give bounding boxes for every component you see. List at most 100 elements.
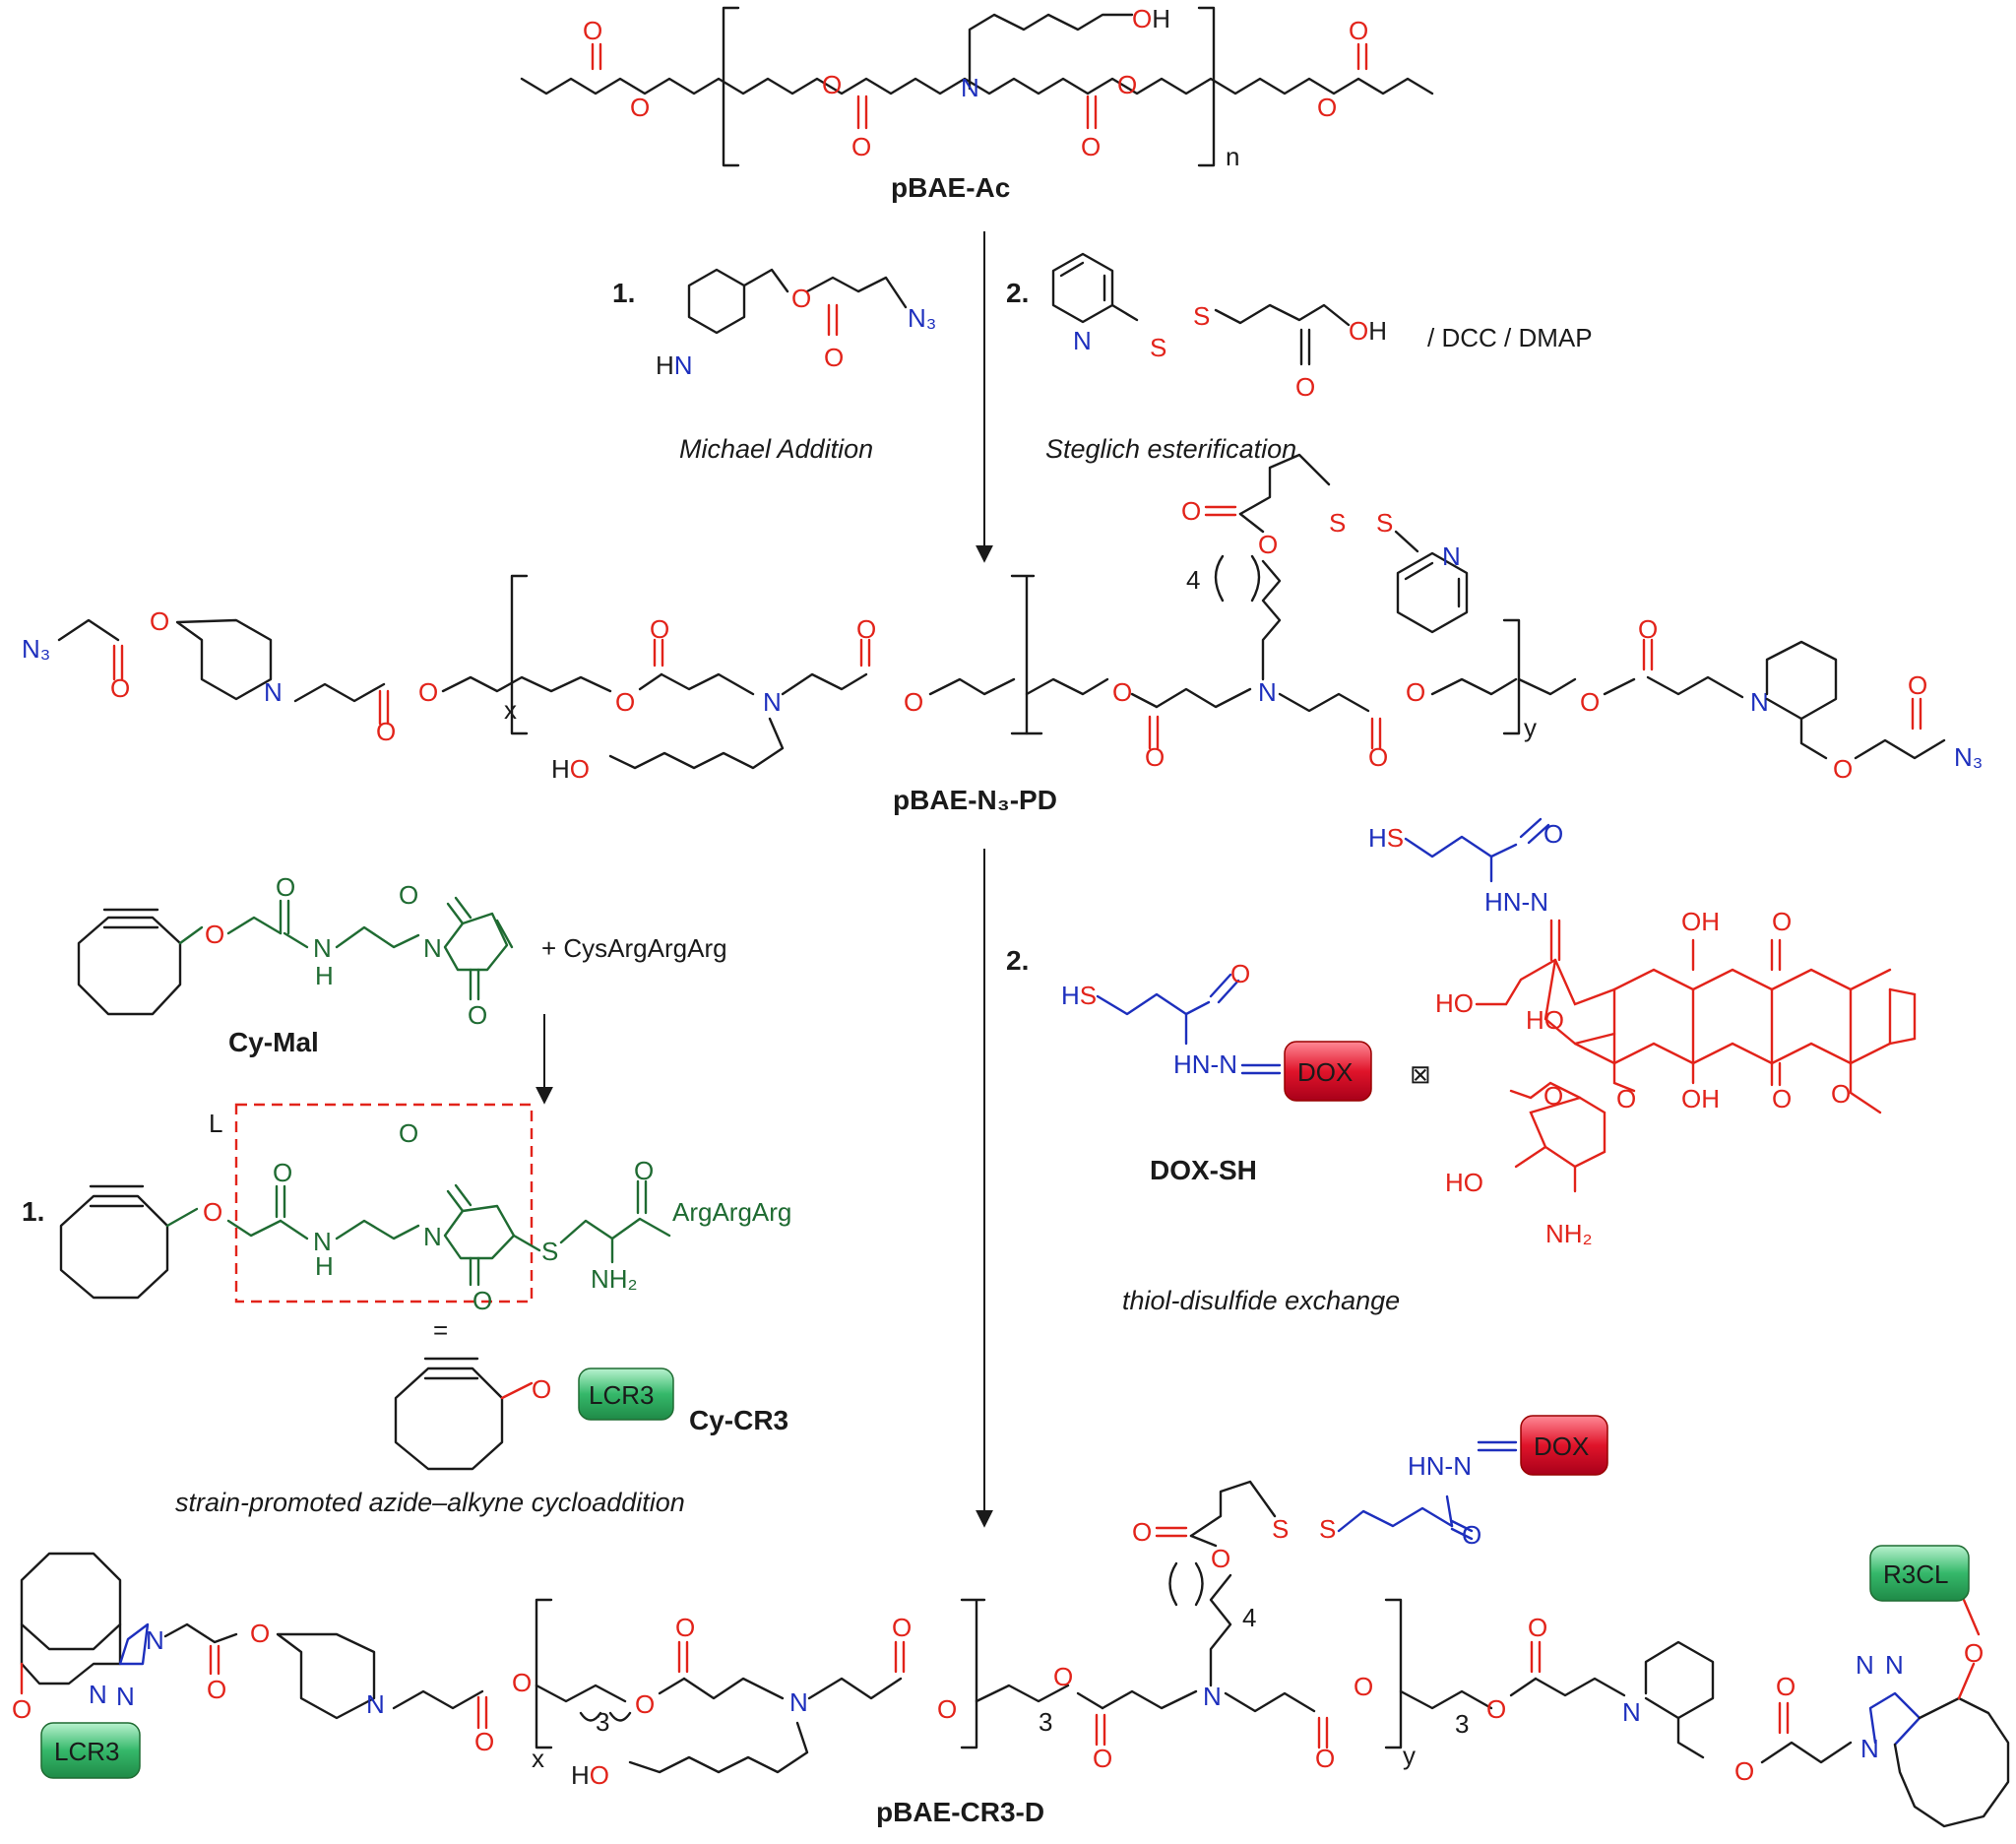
- pd-ester-o-7: O: [1580, 687, 1600, 717]
- pd-ester-o-right: O: [1833, 754, 1853, 784]
- pd-azide-left: N₃: [22, 634, 50, 664]
- cr3d-ester-o-left: O: [250, 1619, 270, 1648]
- pbae-ac-carbonyl-o3: O: [1081, 132, 1101, 161]
- reagent1-ester-o: O: [791, 284, 811, 313]
- cy-cr3-structure: = O LCR3 Cy-CR3 strain-promoted azide–al…: [175, 1315, 788, 1517]
- pd-carbonyl-o-left: O: [110, 673, 130, 703]
- dox-methoxy-o: O: [1831, 1079, 1851, 1109]
- pd-carbonyl-o-side: O: [1181, 496, 1201, 526]
- cr3d-s-1: S: [1272, 1514, 1289, 1544]
- cr3d-r3cl-label-right: R3CL: [1883, 1559, 1948, 1589]
- pd-y-subscript: y: [1524, 713, 1537, 742]
- pd-carbonyl-o-right: O: [1908, 670, 1927, 700]
- dox-sh-label: DOX-SH: [1150, 1155, 1257, 1185]
- reagent2-s1: S: [1150, 333, 1166, 362]
- cr3d-three-1: 3: [596, 1707, 609, 1737]
- cymal-maleimide-n: N: [423, 933, 442, 963]
- cr3d-hn-n: HN-N: [1408, 1451, 1472, 1481]
- dox-ho-2: HO: [1526, 1005, 1564, 1035]
- cymal-ether-o: O: [205, 920, 224, 949]
- cr3d-x-subscript: x: [532, 1744, 544, 1773]
- cy-mal-label: Cy-Mal: [228, 1027, 319, 1057]
- dox-carbonyl-o: O: [1544, 819, 1563, 849]
- reagent2-pyridine-n: N: [1073, 326, 1092, 355]
- right-triazole-n1: N: [1860, 1734, 1879, 1763]
- pd-ester-o-side: O: [1258, 530, 1278, 559]
- pd-carbonyl-o-7: O: [1638, 614, 1658, 644]
- pd-hydroxyl-1: HO: [551, 754, 590, 784]
- pd-ester-o-6: O: [1406, 677, 1425, 707]
- cymal-nh: N: [313, 933, 332, 963]
- cys-arg-peptide-reagent: + CysArgArgArg: [541, 933, 727, 963]
- cr3d-ester-o-5: O: [1053, 1662, 1073, 1691]
- cr3d-carbonyl-o-4: O: [892, 1613, 912, 1642]
- cy-cr3-label: Cy-CR3: [689, 1405, 788, 1435]
- dox-ho-1: HO: [1435, 988, 1474, 1018]
- pbae-ac-n-subscript: n: [1226, 142, 1239, 171]
- cr3d-amine-n-2: N: [1203, 1682, 1222, 1711]
- cr3d-carbonyl-o-3: O: [675, 1613, 695, 1642]
- cymal-carbonyl-o: O: [276, 872, 295, 902]
- cr3d-r3cl-box-right: [1869, 1545, 1970, 1602]
- dox-ho-3: HO: [1445, 1168, 1483, 1197]
- reagent2-acid-oh: OH: [1349, 316, 1387, 346]
- pd-pyridine-n: N: [1442, 541, 1461, 571]
- cr3d-lcr3-label-left: LCR3: [54, 1737, 119, 1766]
- pd-carbonyl-o-5: O: [1145, 742, 1165, 772]
- cy-lcr3-structure: 1. L O O N H N O O S O NH₂ ArgArgArg: [22, 1103, 791, 1315]
- spaac-label: strain-promoted azide–alkyne cycloadditi…: [175, 1488, 685, 1517]
- pbae-ac-structure: O O O O N O O O O OH n pBAE-Ac: [520, 4, 1434, 203]
- cr3d-dox-label: DOX: [1534, 1431, 1589, 1461]
- pbae-ac-ester-o: O: [630, 93, 650, 122]
- pd-ester-o-2: O: [418, 677, 438, 707]
- dox-glycoside-o: O: [1616, 1084, 1636, 1113]
- cr3d-four: 4: [1242, 1603, 1256, 1632]
- pbae-ac-ester-o2: O: [822, 70, 842, 99]
- linker-highlight-box: [234, 1103, 534, 1304]
- left-triazole-n1: N: [146, 1625, 164, 1655]
- piperidine-azide-reagent: 1. O O N₃ HN Michael Addition: [612, 268, 936, 464]
- cr3d-ester-o-3: O: [635, 1689, 655, 1719]
- lcr3-thioether-s: S: [541, 1237, 558, 1266]
- steglich-reagents: / DCC / DMAP: [1427, 323, 1593, 352]
- step2-top-number: 2.: [1006, 278, 1029, 308]
- doxsh-hn-n: HN-N: [1173, 1049, 1237, 1079]
- cr3d-ester-o-6: O: [1354, 1672, 1373, 1701]
- step1-bottom-number: 1.: [22, 1196, 44, 1227]
- cr3d-piperidine-n-right: N: [1622, 1697, 1641, 1727]
- pd-carbonyl-o-2: O: [376, 717, 396, 746]
- dox-hn-n: HN-N: [1484, 887, 1548, 917]
- cr3d-ester-o-right: O: [1734, 1756, 1754, 1786]
- pbae-ac-carbonyl-o2: O: [851, 132, 871, 161]
- lcr3-nh-h: H: [315, 1251, 334, 1281]
- reagent2-carbonyl-o: O: [1295, 372, 1315, 402]
- pd-s-2: S: [1376, 508, 1393, 538]
- dox-quinone-o-1: O: [1772, 907, 1792, 936]
- cr3d-three-3: 3: [1455, 1709, 1469, 1739]
- lcr3-imide-o-1: O: [399, 1118, 418, 1148]
- pd-ester-o-5: O: [1112, 677, 1132, 707]
- pd-amine-n-1: N: [763, 687, 782, 717]
- dox-hs: HS: [1368, 823, 1404, 853]
- right-triazole-n2: N: [1885, 1650, 1904, 1680]
- pyridyl-disulfide-acid-reagent: 2. N S S O OH / DCC / DMAP Steglich este…: [1006, 252, 1593, 464]
- lcr3-succinimide-n: N: [423, 1222, 442, 1251]
- lcr3-amine-nh2: NH₂: [591, 1264, 638, 1294]
- pd-carbonyl-o-4: O: [856, 614, 876, 644]
- cr3d-ether-o-left: O: [12, 1694, 32, 1724]
- cycr3-lcr3-box: [578, 1367, 674, 1421]
- doxorubicin-hydrazone-structure: HS O HN-N HO HO OH O OH O O O O HO NH₂: [1368, 817, 1917, 1248]
- pbae-ac-amine-n: N: [961, 73, 979, 102]
- doxsh-dox-box: [1284, 1041, 1372, 1102]
- cymal-imide-o-1: O: [399, 880, 418, 910]
- pbae-n3-pd-structure: N₃ O O N O O x O O N O O HO O O N: [22, 453, 1983, 815]
- dox-quinone-o-2: O: [1772, 1084, 1792, 1113]
- pd-piperidine-n-left: N: [264, 677, 283, 707]
- cr3d-s-2: S: [1319, 1514, 1336, 1544]
- doxsh-carbonyl-o: O: [1230, 959, 1250, 988]
- cr3d-amide-o: O: [1462, 1520, 1481, 1550]
- pbae-cr3-d-structure: N N N O O O LCR3 N O O x 3 O O N O O HO: [12, 1415, 2010, 1828]
- equivalence-box-marker: ⊠: [1410, 1059, 1431, 1089]
- pd-carbonyl-o-3: O: [650, 614, 669, 644]
